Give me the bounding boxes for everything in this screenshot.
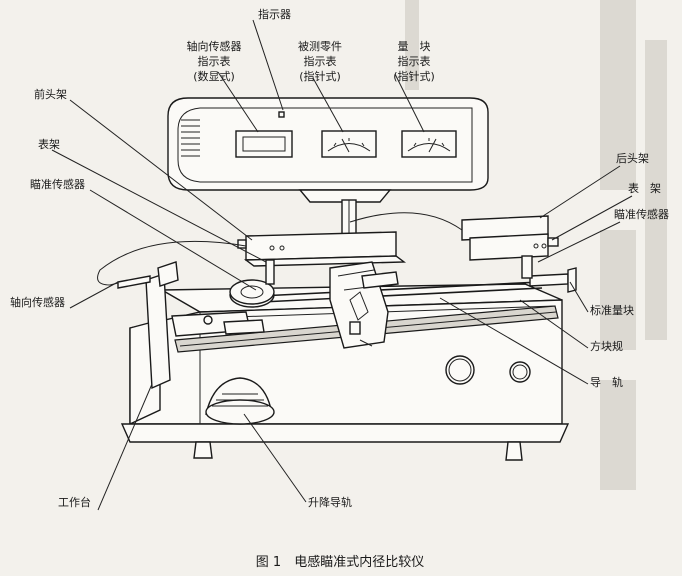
label-worktable: 工作台 (58, 495, 91, 509)
label-axial-sensor: 轴向传感器 (10, 295, 65, 309)
right-assembly (461, 215, 577, 293)
figure-caption: 图 1 电感瞄准式内径比较仪 (256, 554, 424, 570)
display-console (167, 97, 489, 191)
label-gauge-frame-right: 表 架 (628, 181, 661, 195)
label-axial-display-1: 轴向传感器 (187, 39, 242, 53)
label-guide-rail: 导 轨 (590, 375, 623, 389)
label-gauge-block-display-2: 指示表 (398, 54, 431, 68)
lift-rail-handle[interactable] (205, 377, 275, 425)
gauge-block-dial-window (401, 130, 457, 158)
label-lift-rail: 升降导轨 (308, 495, 352, 509)
label-aim-sensor-right: 瞄准传感器 (614, 208, 669, 221)
label-axial-display-3: (数显式) (193, 70, 235, 83)
label-indicator: 指示器 (258, 7, 291, 21)
knob-small[interactable] (509, 361, 531, 383)
label-std-gauge-block: 标准量块 (590, 303, 634, 317)
vent-lines (181, 119, 200, 157)
label-front-head: 前头架 (34, 87, 67, 101)
label-gauge-block-display-3: (指针式) (393, 69, 435, 83)
label-aim-sensor-left: 瞄准传感器 (30, 178, 85, 191)
control-knobs (445, 355, 531, 385)
ring-workpiece (229, 279, 275, 308)
label-rear-head: 后头架 (616, 152, 649, 165)
axial-sensor-probe (109, 275, 151, 289)
label-part-display-3: (指针式) (299, 69, 341, 83)
label-square-block-gauge: 方块规 (590, 339, 623, 353)
label-axial-display-2: 指示表 (198, 54, 231, 68)
digital-display-window (235, 130, 293, 158)
guide-rail (259, 281, 543, 303)
label-part-display-2: 指示表 (304, 54, 337, 68)
sensor-cable (97, 240, 247, 286)
part-dial-window (321, 130, 377, 158)
indicator-lamp (278, 111, 285, 118)
background-bleed (405, 0, 667, 490)
labels: 指示器 轴向传感器 指示表 (数显式) 被测零件 指示表 (指针式) 量 块 指… (10, 7, 669, 570)
left-gauge-frame (237, 231, 407, 267)
central-mechanism (329, 261, 399, 349)
knob-large[interactable] (445, 355, 475, 385)
leader-lines (51, 19, 633, 511)
leveling-feet (193, 441, 523, 461)
label-gauge-block-display-1: 量 块 (398, 40, 431, 53)
support-column (298, 189, 392, 237)
label-part-display-1: 被测零件 (298, 40, 342, 53)
label-gauge-frame-left: 表架 (38, 137, 60, 151)
left-assembly (109, 231, 407, 390)
